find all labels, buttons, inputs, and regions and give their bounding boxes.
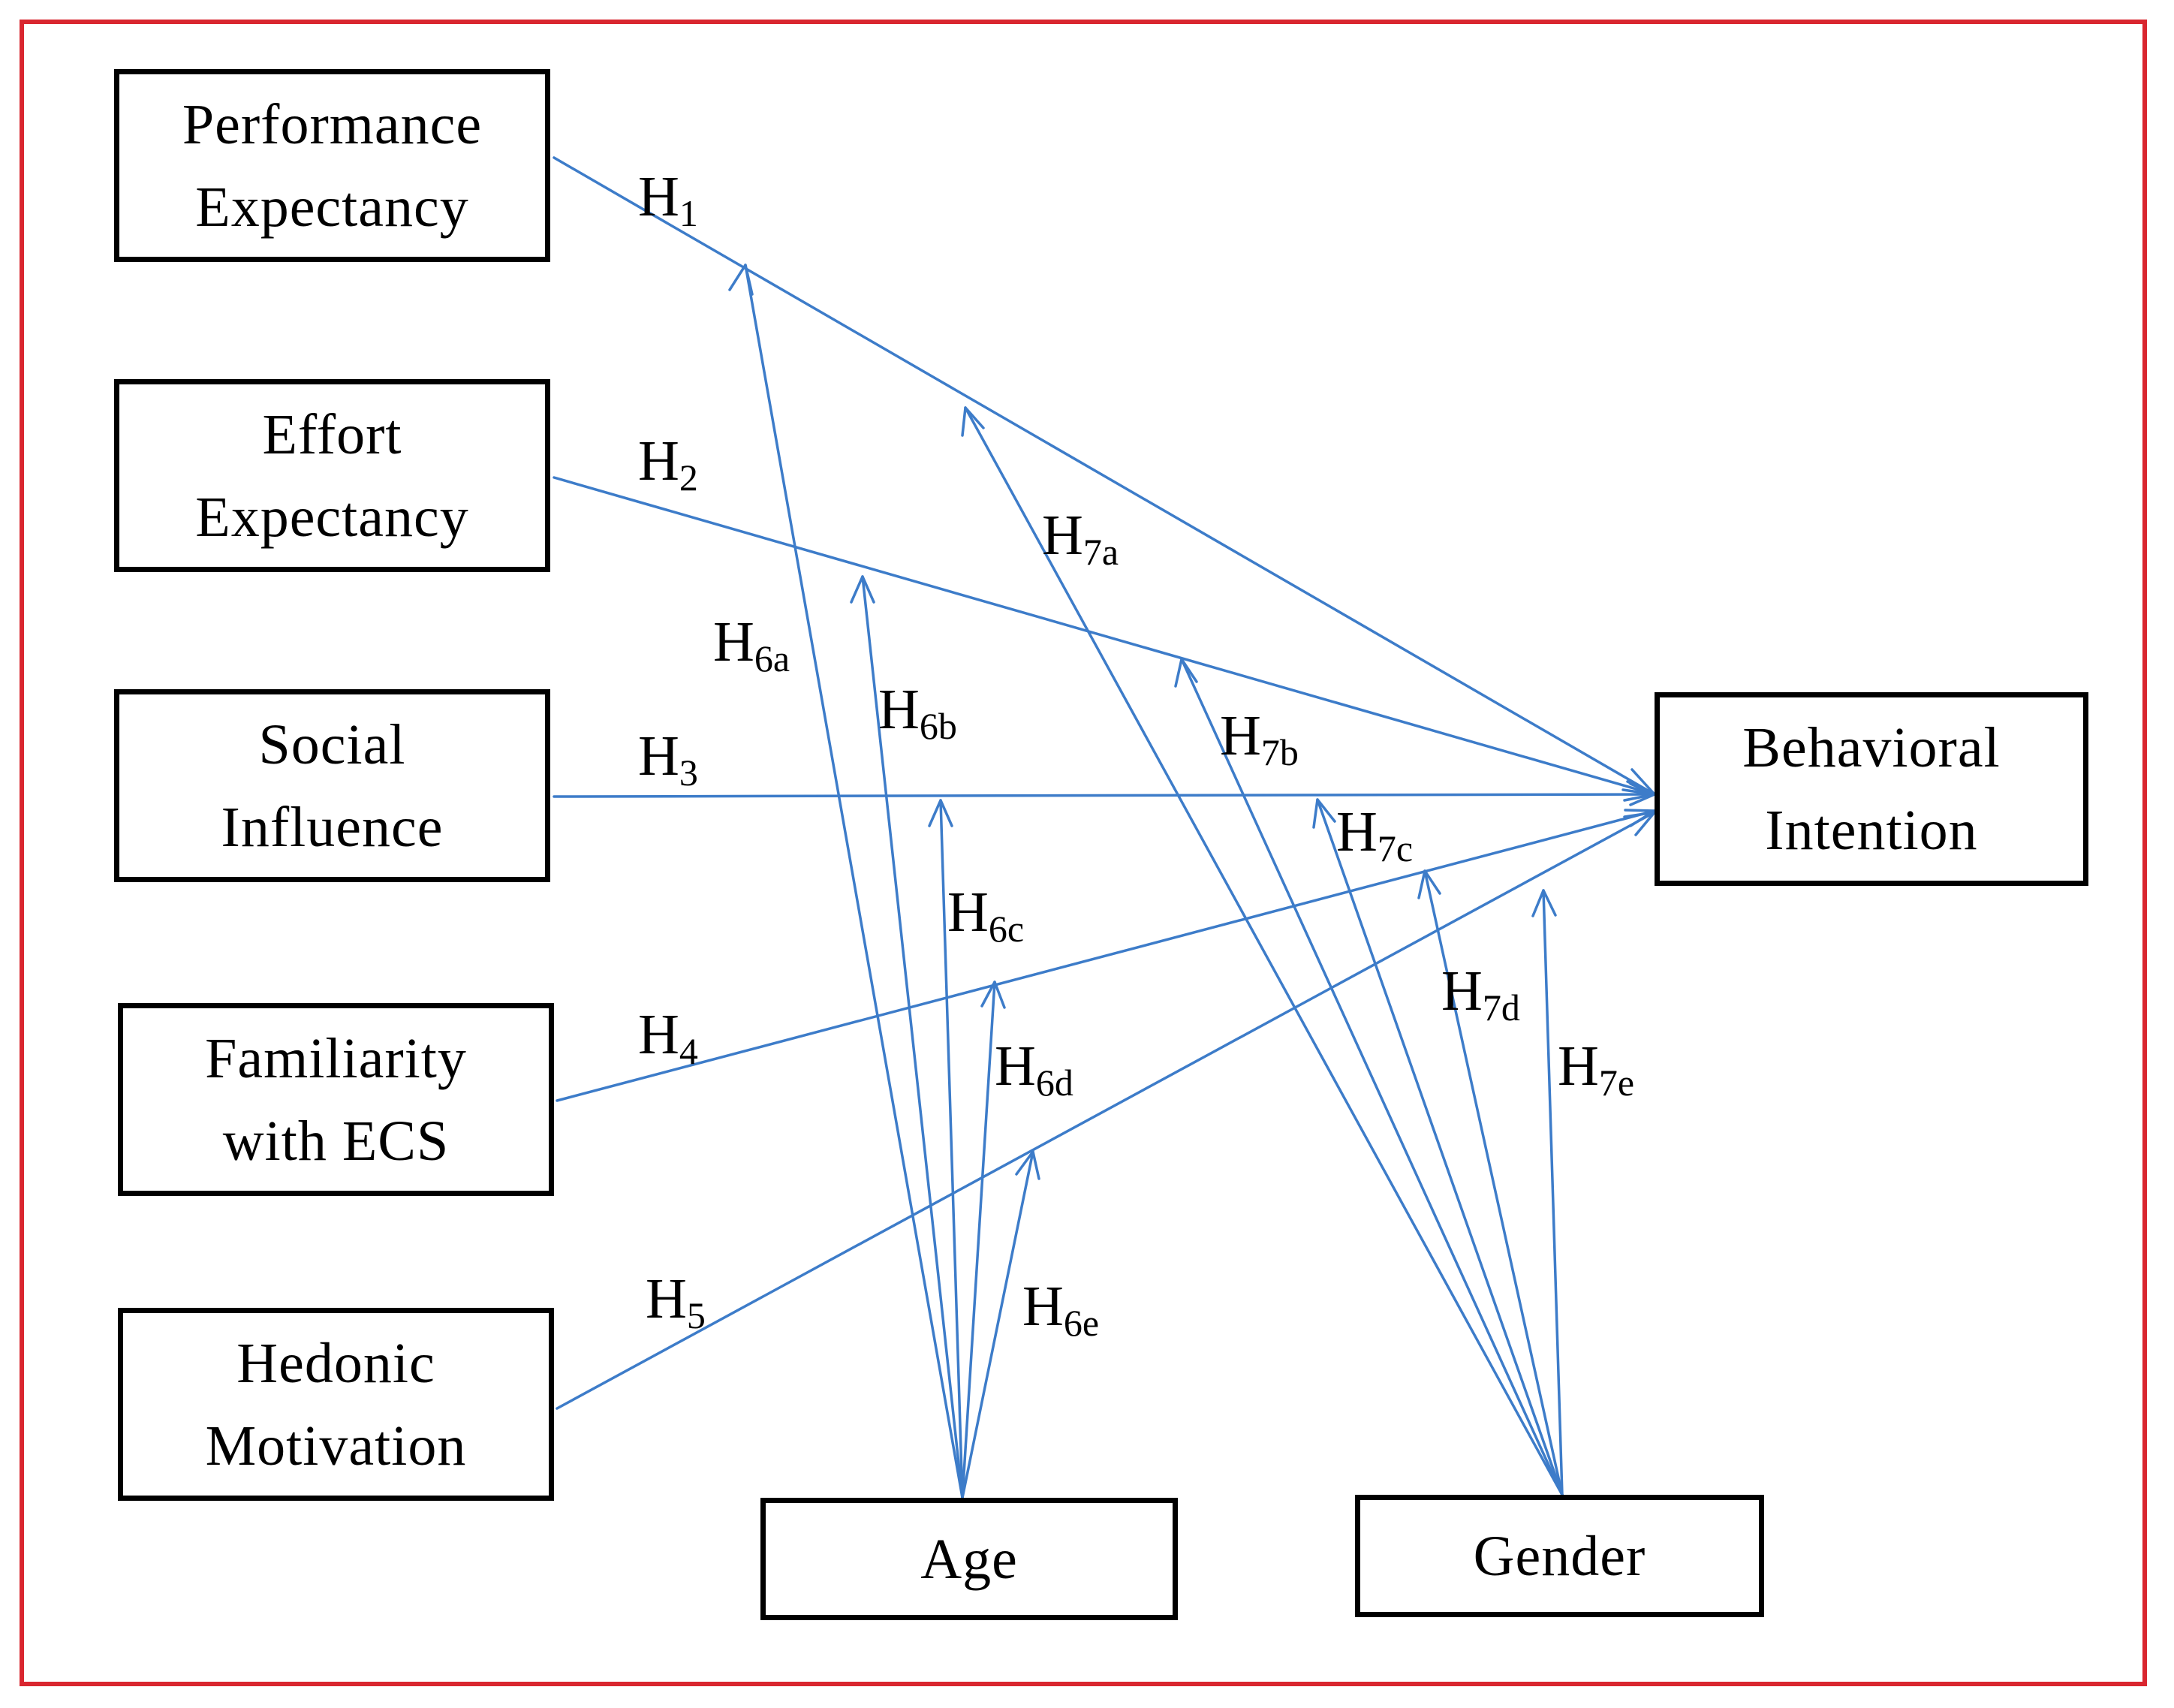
label-h6b: H6b bbox=[878, 678, 957, 747]
arrow-h6c bbox=[939, 799, 964, 1499]
label-h7c: H7c bbox=[1336, 800, 1414, 869]
node-familiarity-with-ecs: Familiarity with ECS bbox=[118, 1003, 554, 1196]
label-h4: H4 bbox=[638, 1003, 698, 1072]
arrow-h7e bbox=[1542, 889, 1564, 1496]
arrow-h7d bbox=[1423, 869, 1564, 1496]
diagram-frame bbox=[20, 20, 2147, 1686]
arrowhead-bi-5 bbox=[1623, 811, 1656, 836]
label-h1: H1 bbox=[638, 165, 698, 234]
arrow-h6e bbox=[961, 1150, 1034, 1499]
arrow-h6d bbox=[961, 981, 996, 1499]
label-h6e: H6e bbox=[1022, 1275, 1100, 1344]
arrowhead-h7d bbox=[1417, 869, 1441, 899]
node-label-line: Intention bbox=[1765, 799, 1978, 862]
arrow-h7c bbox=[1316, 798, 1564, 1496]
node-effort-expectancy: Effort Expectancy bbox=[114, 379, 550, 572]
node-label-line: Effort bbox=[262, 402, 402, 466]
node-label-line: Expectancy bbox=[195, 485, 469, 549]
node-label-line: Influence bbox=[221, 795, 444, 859]
arrowhead-h6a bbox=[728, 264, 754, 296]
node-label-line: Expectancy bbox=[195, 175, 469, 239]
node-performance-expectancy: Performance Expectancy bbox=[114, 69, 550, 262]
arrowhead-h6d bbox=[980, 981, 1006, 1009]
node-behavioral-intention: Behavioral Intention bbox=[1655, 692, 2088, 886]
label-h7e: H7e bbox=[1558, 1035, 1635, 1104]
label-h6c: H6c bbox=[947, 881, 1025, 950]
node-label-line: Gender bbox=[1473, 1524, 1646, 1588]
arrow-h4 bbox=[556, 809, 1656, 1102]
arrowhead-h6c bbox=[928, 799, 953, 827]
arrowhead-h6b bbox=[850, 575, 875, 604]
arrow-h3 bbox=[553, 793, 1656, 798]
node-hedonic-motivation: Hedonic Motivation bbox=[118, 1308, 554, 1501]
node-label-line: Familiarity bbox=[205, 1026, 467, 1090]
arrow-h5 bbox=[556, 811, 1656, 1410]
arrow-h1 bbox=[553, 156, 1656, 796]
label-h2: H2 bbox=[638, 429, 698, 499]
label-h7a: H7a bbox=[1042, 504, 1119, 573]
arrow-h2 bbox=[553, 476, 1656, 796]
node-age: Age bbox=[760, 1498, 1178, 1620]
arrow-h7a bbox=[964, 406, 1564, 1496]
label-h3: H3 bbox=[638, 724, 698, 794]
node-label-line: Social bbox=[258, 712, 406, 776]
arrow-h6b bbox=[861, 575, 964, 1499]
arrowhead-h6e bbox=[1015, 1150, 1040, 1180]
arrowhead-h7b bbox=[1174, 658, 1198, 688]
label-h7d: H7d bbox=[1441, 959, 1520, 1029]
arrowhead-h7a bbox=[961, 406, 985, 437]
arrow-h6a bbox=[744, 264, 964, 1499]
node-label-line: Performance bbox=[182, 92, 483, 156]
node-label-line: with ECS bbox=[222, 1109, 450, 1173]
node-label-line: Behavioral bbox=[1742, 716, 2001, 779]
node-label-line: Motivation bbox=[205, 1414, 467, 1478]
label-h7b: H7b bbox=[1220, 704, 1299, 773]
arrow-h7b bbox=[1180, 658, 1564, 1496]
label-h6d: H6d bbox=[995, 1035, 1073, 1104]
node-social-influence: Social Influence bbox=[114, 689, 550, 882]
arrowhead-h7e bbox=[1531, 889, 1557, 917]
node-label-line: Hedonic bbox=[236, 1331, 435, 1395]
label-h5: H5 bbox=[646, 1267, 706, 1336]
label-h6a: H6a bbox=[713, 610, 790, 679]
arrowhead-h7c bbox=[1312, 798, 1336, 829]
node-label-line: Age bbox=[920, 1527, 1018, 1591]
node-gender: Gender bbox=[1355, 1495, 1764, 1617]
